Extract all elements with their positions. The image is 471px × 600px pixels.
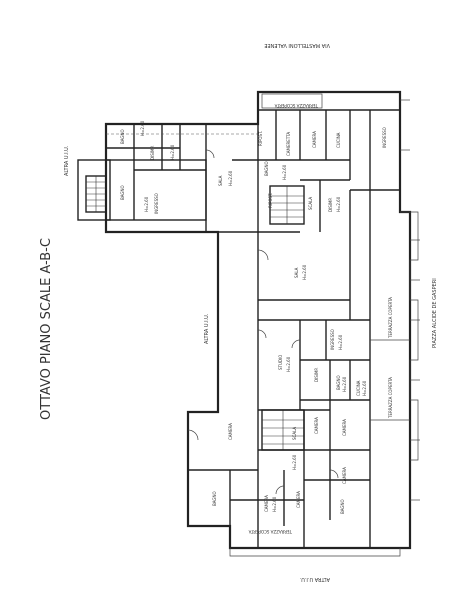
room-label: CAMERA <box>296 491 301 508</box>
room-label: SCALA <box>308 197 313 210</box>
stair-c-icon <box>261 409 305 451</box>
street-bottom-label: ALTRA U.I.U. <box>299 576 330 582</box>
room-label: CAMERA <box>264 495 269 512</box>
room-label: DISIMP. <box>314 368 319 383</box>
terrace-right <box>400 211 419 461</box>
room-label: H=2.60 <box>140 120 145 136</box>
street-right-label: PIAZZA ALCIDE DE GASPERI <box>432 278 438 348</box>
room-label: BAGNO <box>120 129 125 144</box>
room-label: INGRESSO <box>382 127 387 148</box>
room-label: CUCINA <box>336 132 341 148</box>
room-label: H=2.60 <box>292 454 297 470</box>
terrace-bottom-outline <box>229 548 401 557</box>
room-label: SCALA <box>292 427 297 440</box>
room-label: CUCINA <box>356 380 361 396</box>
room-label: H=2.60 <box>286 356 291 372</box>
room-label: CAMERA <box>342 419 347 436</box>
stair-a-icon <box>85 175 107 213</box>
room-label: H=2.60 <box>302 264 307 280</box>
room-label: BAGNO <box>120 185 125 200</box>
room-label: H=2.60 <box>170 144 175 160</box>
door-swings <box>187 149 339 495</box>
room-label: INGRESSO <box>330 329 335 350</box>
terrace-right-lower-label: TERRAZZA COPERTA <box>388 377 393 419</box>
room-label: DISIMP. <box>328 198 333 213</box>
room-label: BAGNO <box>212 491 217 506</box>
facade-columns <box>400 99 420 501</box>
room-label: H=2.60 <box>362 380 367 396</box>
room-label: H=2.60 <box>272 496 277 512</box>
room-label: RIPOST. <box>268 193 273 208</box>
room-label: CAMERETTA <box>286 132 291 156</box>
room-label: CAMERA <box>228 423 233 440</box>
room-label: H=2.60 <box>282 164 287 180</box>
room-label: H=2.60 <box>336 196 341 212</box>
room-label: SALA <box>294 267 299 278</box>
room-label: H=2.60 <box>338 334 343 350</box>
room-label: SALA <box>218 175 223 186</box>
room-label: CAMERA <box>314 417 319 434</box>
room-label: INGRESSO <box>154 193 159 214</box>
room-label: DISIMP. <box>150 146 155 161</box>
room-label: H=2.60 <box>228 170 233 186</box>
terrace-top-label: TERRAZZA SCOPERTA <box>274 103 319 108</box>
street-top-label: VIA MASTELLONI VALENEE <box>264 42 330 48</box>
terrace-top <box>261 93 323 109</box>
adjacent-block <box>77 159 111 221</box>
room-label: BAGNO <box>336 375 341 390</box>
terrace-bottom-label: TERRAZZA SCOPERTA <box>248 529 293 534</box>
room-label: CAMERA <box>312 131 317 148</box>
room-label: CAMERA <box>342 467 347 484</box>
adjacent-unit-mid-left: ALTRA U.I.U. <box>204 313 210 344</box>
room-label: STUDIO <box>278 355 283 370</box>
terrace-right-upper-label: TERRAZZA COPERTA <box>388 297 393 339</box>
stair-b-icon <box>269 185 305 225</box>
plan-title: OTTAVO PIANO SCALE A-B-C <box>39 238 54 420</box>
room-label: BAGNO <box>340 499 345 514</box>
room-label: BAGNO <box>264 161 269 176</box>
room-label: H=2.60 <box>144 196 149 212</box>
room-label: RIPOST. <box>258 131 263 146</box>
adjacent-unit-top-left: ALTRA U.I.U. <box>64 145 70 176</box>
room-label: H=2.60 <box>342 376 347 392</box>
